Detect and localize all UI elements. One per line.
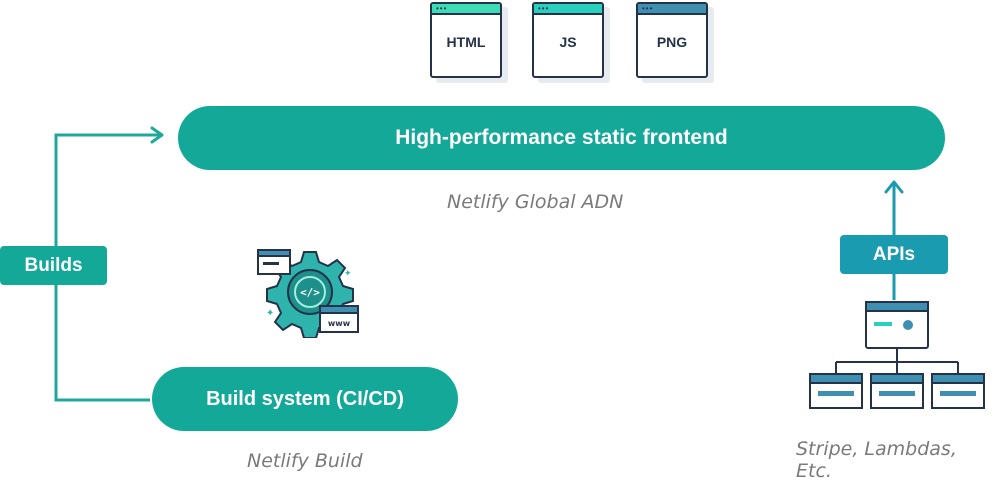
builds-arrowhead bbox=[150, 126, 164, 144]
file-card-titlebar: ••• bbox=[638, 4, 706, 15]
file-card-png: ••• PNG bbox=[636, 2, 708, 78]
svg-text:www: www bbox=[328, 319, 351, 328]
build-system-caption: Netlify Build bbox=[247, 450, 363, 472]
apis-arrowhead bbox=[884, 180, 904, 194]
file-card-label: PNG bbox=[656, 34, 688, 50]
builds-tag: Builds bbox=[0, 246, 107, 285]
apis-caption: Stripe, Lambdas, Etc. bbox=[796, 438, 957, 482]
svg-text:</>: </> bbox=[300, 286, 320, 299]
www-icon: www bbox=[319, 305, 359, 333]
build-system-pill: Build system (CI/CD) bbox=[152, 367, 458, 431]
apis-tag: APIs bbox=[840, 235, 948, 274]
frontend-caption: Netlify Global ADN bbox=[447, 191, 624, 213]
file-card-label: JS bbox=[559, 34, 577, 50]
gear-code-icon: </> www ✦ ✦ bbox=[257, 249, 359, 338]
file-card-titlebar: ••• bbox=[432, 4, 500, 15]
file-card-html: ••• HTML bbox=[430, 2, 502, 78]
file-card-js: ••• JS bbox=[532, 2, 604, 78]
file-card-titlebar: ••• bbox=[534, 4, 602, 15]
browser-window-icon bbox=[257, 249, 291, 275]
frontend-pill: High-performance static frontend bbox=[178, 106, 945, 170]
svg-text:✦: ✦ bbox=[266, 308, 274, 319]
server-network-icon bbox=[809, 301, 985, 409]
file-card-label: HTML bbox=[446, 34, 486, 50]
svg-text:✦: ✦ bbox=[344, 268, 352, 278]
